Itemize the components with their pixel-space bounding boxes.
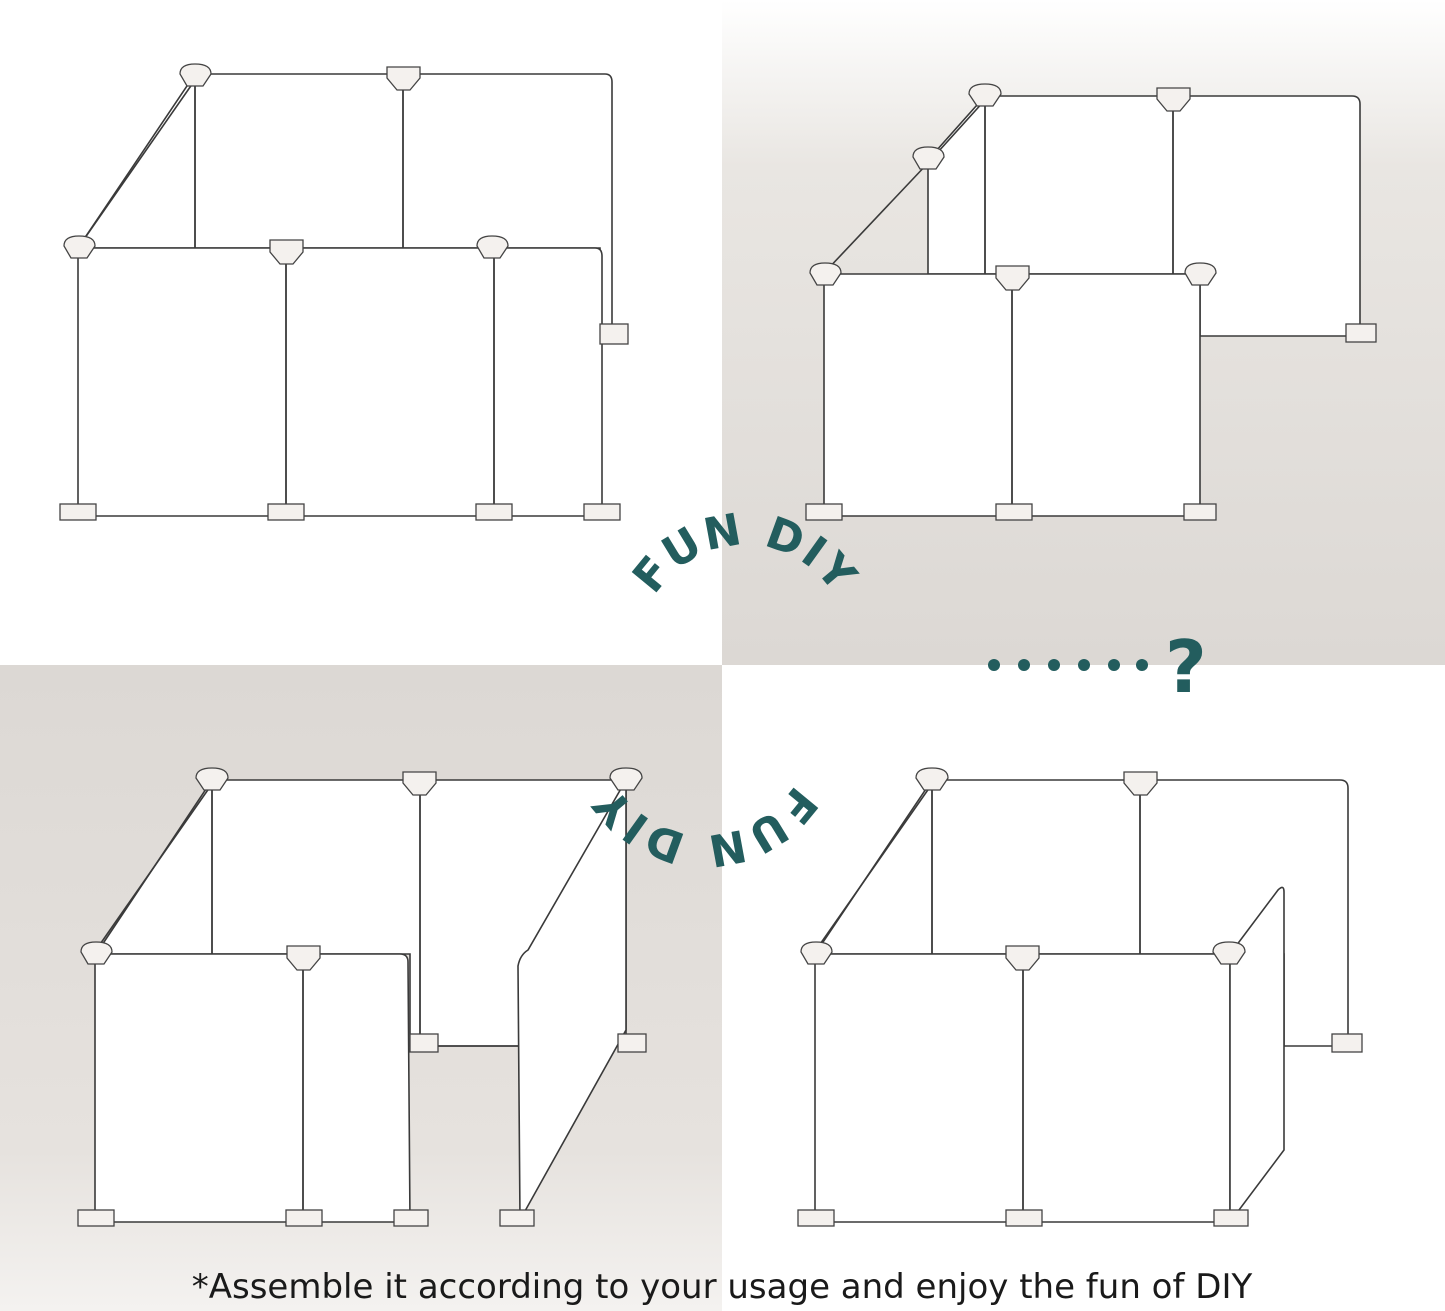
dot xyxy=(1136,659,1148,671)
diagram-stepped-corner xyxy=(805,83,1377,521)
side-edge xyxy=(815,783,933,951)
diagram-u-shape-with-door xyxy=(77,767,647,1227)
base-foot xyxy=(77,1209,115,1227)
connector xyxy=(402,771,437,796)
dot xyxy=(988,659,1000,671)
dot xyxy=(1078,659,1090,671)
dot xyxy=(1108,659,1120,671)
connector xyxy=(386,66,421,91)
connector xyxy=(269,239,304,265)
base-foot xyxy=(583,503,621,521)
base-foot xyxy=(1331,1033,1363,1053)
connector xyxy=(1156,87,1191,112)
dot xyxy=(1048,659,1060,671)
base-foot xyxy=(267,503,305,521)
base-foot xyxy=(1183,503,1217,521)
dome-cap xyxy=(912,146,945,170)
diagram-two-by-two-open xyxy=(59,63,629,521)
door-panel xyxy=(1229,886,1285,1225)
base-foot xyxy=(1213,1209,1249,1227)
dome-cap xyxy=(179,63,212,87)
dome-cap xyxy=(1184,262,1217,286)
base-foot xyxy=(409,1033,439,1053)
dome-cap xyxy=(915,767,949,791)
diagram-rectangle-with-door xyxy=(797,767,1363,1227)
base-foot xyxy=(393,1209,429,1227)
door-panel xyxy=(517,777,627,1224)
dome-cap xyxy=(63,235,96,259)
front-panel xyxy=(77,247,603,517)
connector xyxy=(1123,771,1158,796)
dome-cap xyxy=(476,235,509,259)
dome-cap xyxy=(968,83,1002,107)
dome-cap xyxy=(609,767,643,791)
base-foot xyxy=(499,1209,535,1227)
dome-cap xyxy=(1212,941,1246,965)
front-panel xyxy=(94,953,411,1223)
side-edge xyxy=(824,162,929,273)
dot xyxy=(1018,659,1030,671)
side-edge xyxy=(95,783,213,951)
base-foot xyxy=(59,503,97,521)
connector xyxy=(286,945,321,971)
base-foot xyxy=(805,503,843,521)
ellipsis-question: ? xyxy=(988,625,1207,709)
base-foot xyxy=(797,1209,835,1227)
dome-cap xyxy=(800,941,833,965)
base-foot xyxy=(599,323,629,345)
question-mark: ? xyxy=(1165,625,1207,709)
base-foot xyxy=(617,1033,647,1053)
connector xyxy=(1005,945,1040,971)
base-foot xyxy=(285,1209,323,1227)
base-foot xyxy=(995,503,1033,521)
base-foot xyxy=(1005,1209,1043,1227)
dome-cap xyxy=(195,767,229,791)
dome-cap xyxy=(809,262,842,286)
connector xyxy=(995,265,1030,291)
base-foot xyxy=(1345,323,1377,343)
caption: *Assemble it according to your usage and… xyxy=(192,1267,1253,1307)
side-edge xyxy=(79,79,196,246)
base-foot xyxy=(475,503,513,521)
dome-cap xyxy=(80,941,113,965)
